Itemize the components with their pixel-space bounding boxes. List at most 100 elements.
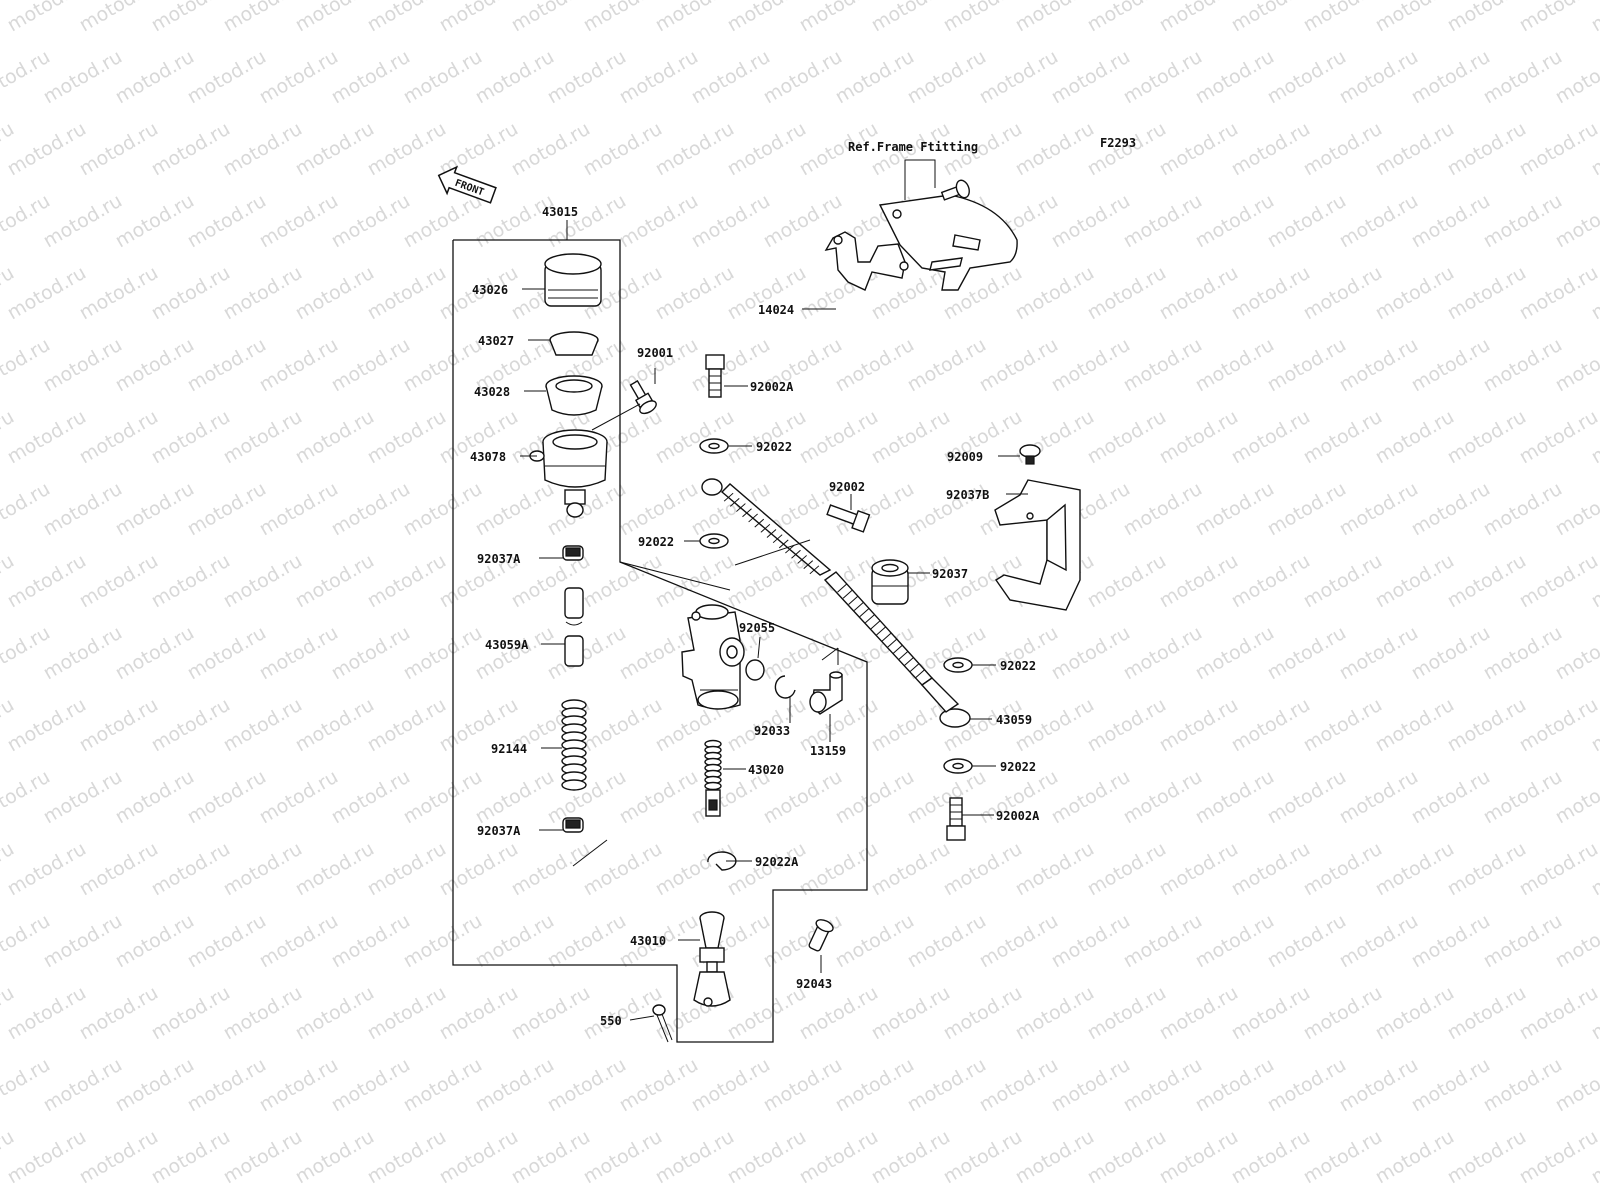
hose-rib <box>760 523 771 533</box>
o-ring-92055 <box>745 659 765 681</box>
piston-assembly-43020 <box>704 739 722 817</box>
hose-rib <box>870 620 881 630</box>
hose-ribs <box>723 492 925 679</box>
hose-rib <box>876 626 886 636</box>
label-92002A-top: 92002A <box>750 380 794 394</box>
screw-92009 <box>1019 444 1041 465</box>
hose-rib <box>887 638 897 648</box>
spring-92144 <box>561 699 587 791</box>
hose-rib <box>865 614 875 624</box>
bolt-92002 <box>826 504 871 533</box>
hose-rib <box>848 596 859 605</box>
cotter-pin-550 <box>652 1004 673 1043</box>
fitting-bolt <box>940 179 970 201</box>
hose-rib <box>748 513 758 523</box>
label-92037A-bottom: 92037A <box>477 824 521 838</box>
hose-rib <box>898 651 909 660</box>
washer-92022-d <box>943 758 973 774</box>
hose-rib <box>837 583 847 593</box>
label-92022-d: 92022 <box>1000 760 1036 774</box>
hose-clamp-92037A-bottom <box>562 817 584 833</box>
hose-rib <box>772 534 783 544</box>
push-rod-43010 <box>693 911 731 1007</box>
front-arrow-icon: FRONT <box>437 165 497 204</box>
leader-92055 <box>757 636 761 659</box>
label-14024: 14024 <box>758 303 794 317</box>
reservoir-cap-43026 <box>544 253 602 307</box>
label-92037: 92037 <box>932 567 968 581</box>
label-92009: 92009 <box>947 450 983 464</box>
connector-line-a <box>572 839 608 867</box>
assembly-frame-43015 <box>452 239 868 1043</box>
hose-rib <box>797 555 807 564</box>
hose-rib <box>903 657 914 666</box>
circlip-92022A <box>707 851 737 871</box>
hose-clamp-92037A-top <box>562 545 584 561</box>
label-92033: 92033 <box>754 724 790 738</box>
label-92037A-top: 92037A <box>477 552 521 566</box>
hose-rib <box>791 549 801 559</box>
piston-seal <box>708 799 718 811</box>
label-92037B: 92037B <box>946 488 989 502</box>
banjo-bolt-92002A-top <box>705 354 725 398</box>
washer-92022-a <box>699 438 729 454</box>
grommet-92037 <box>871 559 909 605</box>
hose-rib <box>892 645 903 654</box>
circlip-92033 <box>774 675 796 699</box>
label-43010: 43010 <box>630 934 666 948</box>
hose-rib <box>754 518 765 528</box>
diagram-code: F2293 <box>1100 136 1136 150</box>
pin-92043 <box>808 919 834 952</box>
label-92002: 92002 <box>829 480 865 494</box>
label-92002A-bottom: 92002A <box>996 809 1040 823</box>
master-cylinder-body <box>681 604 745 710</box>
ref-frame-note: Ref.Frame Ftitting <box>848 140 978 154</box>
label-92144: 92144 <box>491 742 527 756</box>
hose-rib <box>766 529 777 538</box>
label-43020: 43020 <box>748 763 784 777</box>
label-43015: 43015 <box>542 205 578 219</box>
ref-bracket-line <box>904 159 936 170</box>
label-92022-a: 92022 <box>756 440 792 454</box>
piston-spring-coil <box>704 781 722 791</box>
hose-rib <box>729 498 740 507</box>
reservoir-43078 <box>529 429 608 518</box>
connector-line-d <box>619 561 731 591</box>
label-13159: 13159 <box>810 744 846 758</box>
label-43078: 43078 <box>470 450 506 464</box>
hose-rib <box>723 492 734 502</box>
diaphragm-43028 <box>545 375 603 416</box>
hose-rib <box>778 539 789 549</box>
connector-line-c <box>734 539 811 566</box>
hose-rib <box>842 589 853 599</box>
label-43028: 43028 <box>474 385 510 399</box>
label-92055: 92055 <box>739 621 775 635</box>
bolt-92001 <box>629 379 657 415</box>
hose-fitting-13159 <box>809 671 843 715</box>
washer-92022-b <box>699 533 729 549</box>
spring-coil <box>561 779 587 791</box>
label-43059A: 43059A <box>485 638 529 652</box>
label-92001: 92001 <box>637 346 673 360</box>
hose-rib <box>803 560 814 569</box>
label-92022-b: 92022 <box>638 535 674 549</box>
reservoir-hose-43059A <box>564 587 584 667</box>
connector-line-b <box>591 403 641 431</box>
connector-line-e <box>821 647 839 661</box>
banjo-bolt-92002A-bottom <box>946 797 966 841</box>
label-550: 550 <box>600 1014 622 1028</box>
washer-92022-c <box>943 657 973 673</box>
label-43027: 43027 <box>478 334 514 348</box>
hose-rib <box>909 663 920 673</box>
hose-rib <box>881 632 892 642</box>
hose-rib <box>859 608 870 617</box>
cover-14024 <box>824 194 1018 291</box>
hose-rib <box>915 669 925 679</box>
label-92043: 92043 <box>796 977 832 991</box>
hose-rib <box>742 508 752 518</box>
leader-550 <box>629 1015 655 1021</box>
label-92022-c: 92022 <box>1000 659 1036 673</box>
